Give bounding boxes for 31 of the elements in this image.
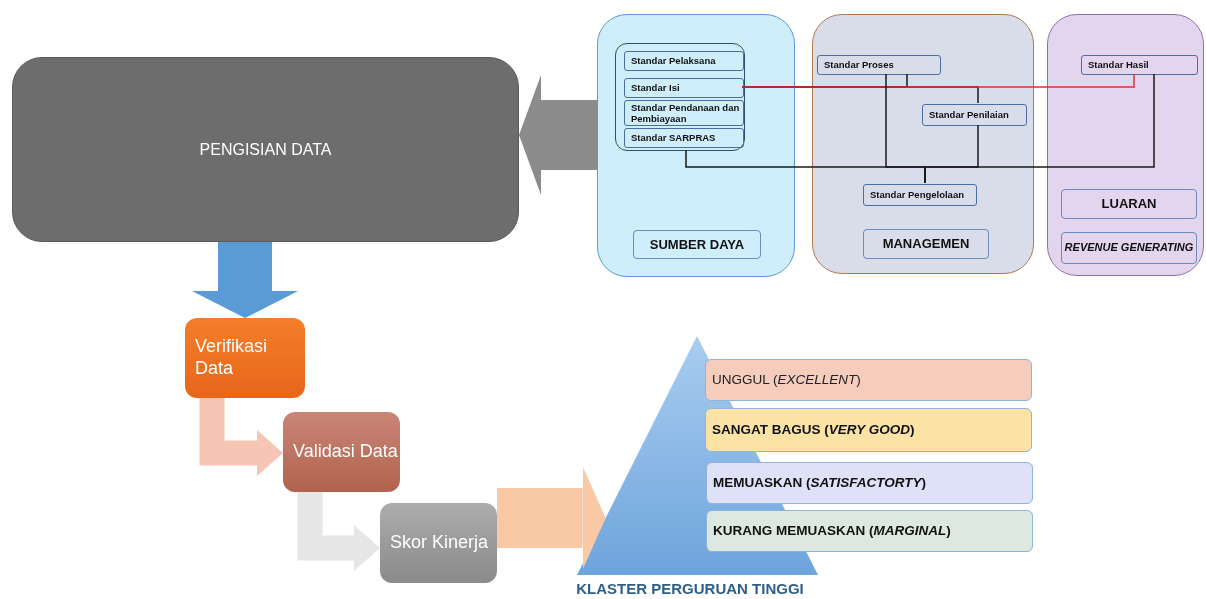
standard-box: Standar Hasil <box>1081 55 1198 75</box>
rank-band: SANGAT BAGUS (VERY GOOD) <box>705 408 1032 452</box>
step-box: Skor Kinerja <box>380 503 497 583</box>
standard-box: Standar Pengelolaan <box>863 184 977 206</box>
step-box: Validasi Data <box>283 412 400 492</box>
standard-box: Standar Pendanaan dan Pembiayaan <box>624 100 744 126</box>
pyramid-caption: KLASTER PERGURUAN TINGGI <box>576 580 804 597</box>
standard-box: Standar Isi <box>624 78 744 98</box>
category-label-box: REVENUE GENERATING <box>1061 232 1197 264</box>
block-arrow <box>297 492 380 571</box>
category-panel <box>1047 14 1204 276</box>
block-arrow <box>497 466 606 570</box>
category-label-box: MANAGEMEN <box>863 229 989 259</box>
block-arrow <box>519 75 597 195</box>
rank-band: MEMUASKAN (SATISFACTORTY) <box>706 462 1033 504</box>
standard-box: Standar Pelaksana <box>624 51 744 71</box>
process-box: PENGISIAN DATA <box>12 57 519 242</box>
block-arrow <box>192 242 298 318</box>
block-arrow <box>199 398 283 476</box>
category-label-box: SUMBER DAYA <box>633 230 761 259</box>
standard-box: Standar Penilaian <box>922 104 1027 126</box>
category-panel <box>812 14 1034 274</box>
connector-line <box>741 73 1135 88</box>
category-label-box: LUARAN <box>1061 189 1197 219</box>
rank-band: KURANG MEMUASKAN (MARGINAL) <box>706 510 1033 552</box>
standard-box: Standar Proses <box>817 55 941 75</box>
group-box <box>615 43 745 151</box>
rank-band: UNGGUL (EXCELLENT) <box>705 359 1032 401</box>
step-box: Verifikasi Data <box>185 318 305 398</box>
standard-box: Standar SARPRAS <box>624 128 744 148</box>
category-panel <box>597 14 795 277</box>
